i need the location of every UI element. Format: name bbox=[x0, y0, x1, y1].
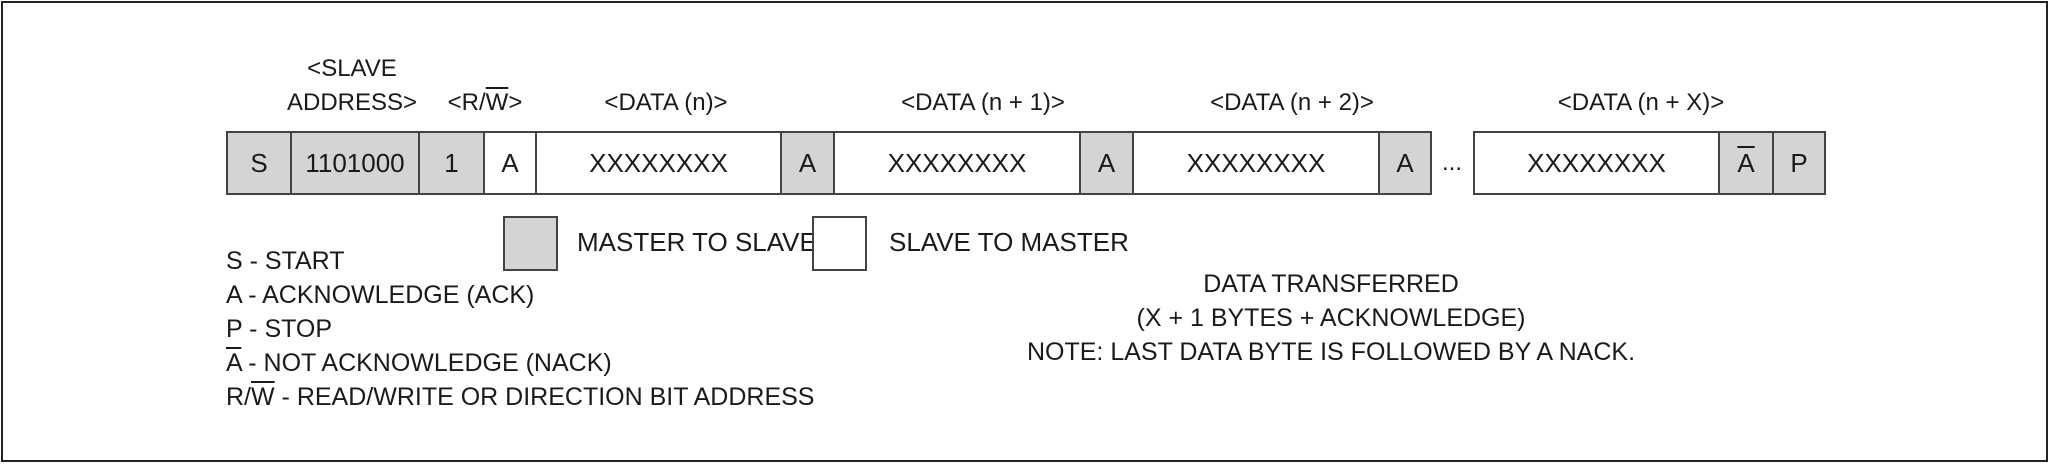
cell-ack-4-text: A bbox=[1396, 147, 1414, 178]
cell-rw-bit: 1 bbox=[418, 131, 485, 195]
cell-rw-bit-text: 1 bbox=[444, 147, 459, 178]
key-rw-w: W bbox=[251, 383, 275, 411]
legend-slave-label: SLAVE TO MASTER bbox=[889, 227, 1129, 257]
note-data-transferred: DATA TRANSFERRED (X + 1 BYTES + ACKNOWLE… bbox=[1027, 267, 1635, 369]
cell-ack-1-text: A bbox=[501, 147, 519, 178]
cell-start-text: S bbox=[250, 147, 268, 178]
cell-ack-2-text: A bbox=[798, 147, 817, 178]
key-ack: A - ACKNOWLEDGE (ACK) bbox=[226, 281, 535, 309]
cell-address-text: 1101000 bbox=[305, 147, 405, 178]
key-stop: P - STOP bbox=[226, 315, 333, 343]
cell-stop-text: P bbox=[1790, 147, 1808, 178]
label-rw-w: W bbox=[485, 89, 509, 116]
key-rw-rest: - READ/WRITE OR DIRECTION BIT ADDRESS bbox=[274, 383, 815, 411]
cell-ack-2: A bbox=[780, 131, 835, 195]
key-rw-r: R/ bbox=[226, 383, 251, 411]
key-nack-letter: A bbox=[226, 349, 242, 377]
key-nack: A - NOT ACKNOWLEDGE (NACK) bbox=[226, 346, 612, 380]
cell-data-2-text: XXXXXXXX bbox=[887, 147, 1027, 178]
cell-start: S bbox=[226, 131, 292, 195]
label-rw-prefix: <R/ bbox=[447, 89, 486, 116]
cell-data-1-text: XXXXXXXX bbox=[589, 147, 728, 178]
cell-data-1: XXXXXXXX bbox=[535, 131, 782, 195]
cell-data-2: XXXXXXXX bbox=[833, 131, 1081, 195]
cell-address: 1101000 bbox=[290, 131, 420, 195]
label-slave-address: <SLAVE ADDRESS> bbox=[287, 52, 417, 120]
label-data-n: <DATA (n)> bbox=[604, 89, 728, 116]
label-rw: <R/W> bbox=[448, 86, 523, 120]
legend-slave-swatch bbox=[812, 216, 867, 271]
label-slave-address-line2: ADDRESS> bbox=[286, 89, 418, 116]
label-data-nx: <DATA (n + X)> bbox=[1557, 89, 1725, 116]
key-rw: R/W - READ/WRITE OR DIRECTION BIT ADDRES… bbox=[226, 380, 814, 414]
cell-ack-3: A bbox=[1079, 131, 1134, 195]
cell-data-3-text: XXXXXXXX bbox=[1186, 147, 1326, 178]
label-data-n1: <DATA (n + 1)> bbox=[901, 89, 1065, 116]
legend-master-label: MASTER TO SLAVE bbox=[577, 227, 817, 257]
cell-ack-4: A bbox=[1378, 131, 1432, 195]
key-nack-rest: - NOT ACKNOWLEDGE (NACK) bbox=[241, 349, 612, 377]
cell-stop: P bbox=[1772, 131, 1826, 195]
cell-ack-1: A bbox=[483, 131, 537, 195]
key-start: S - START bbox=[226, 247, 345, 275]
note-line2: (X + 1 BYTES + ACKNOWLEDGE) bbox=[1136, 304, 1526, 332]
label-data-n2: <DATA (n + 2)> bbox=[1210, 89, 1374, 116]
label-slave-address-line1: <SLAVE bbox=[307, 55, 397, 82]
label-rw-suffix: > bbox=[508, 89, 523, 116]
cell-data-3: XXXXXXXX bbox=[1132, 131, 1380, 195]
cell-data-4-text: XXXXXXXX bbox=[1527, 147, 1666, 178]
cell-nack: A bbox=[1718, 131, 1774, 195]
legend-master-swatch bbox=[503, 216, 558, 271]
frame-ellipsis: ... bbox=[1442, 149, 1463, 176]
cell-nack-text: A bbox=[1737, 147, 1755, 178]
cell-data-4: XXXXXXXX bbox=[1473, 131, 1720, 195]
note-line3: NOTE: LAST DATA BYTE IS FOLLOWED BY A NA… bbox=[1026, 338, 1636, 366]
note-line1: DATA TRANSFERRED bbox=[1203, 270, 1459, 298]
cell-ack-3-text: A bbox=[1097, 147, 1116, 178]
